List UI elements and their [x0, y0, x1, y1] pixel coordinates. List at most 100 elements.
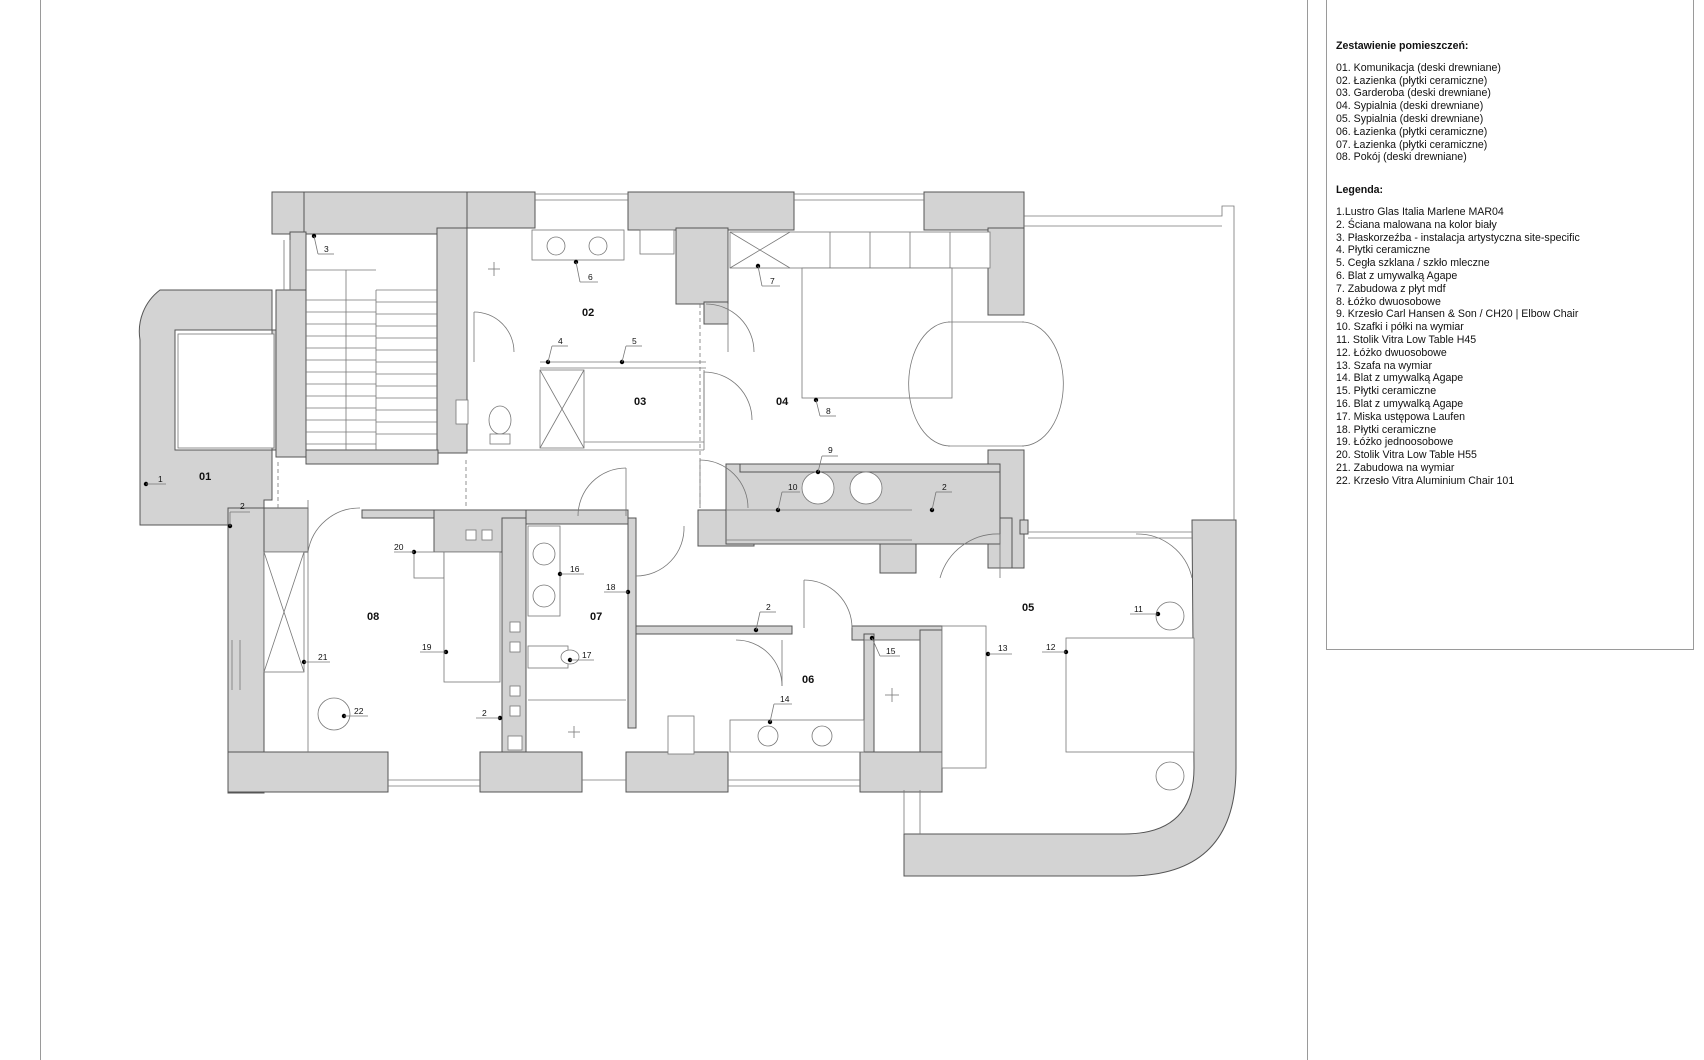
marker-13: 13: [985, 643, 1012, 657]
marker-20: 20: [394, 542, 417, 555]
marker-number: 21: [318, 652, 328, 662]
room-label-05: 05: [1022, 602, 1034, 614]
legend-item: 8. Łóżko dwuosobowe: [1336, 295, 1441, 308]
rooms-list-item: 08. Pokój (deski drewniane): [1336, 151, 1467, 164]
frame-right-line: [1307, 0, 1308, 1060]
marker-21: 21: [301, 652, 330, 665]
marker-number: 18: [606, 582, 616, 592]
marker-number: 8: [826, 406, 831, 416]
marker-17: 17: [567, 650, 594, 663]
marker-number: 4: [558, 336, 563, 346]
marker-10: 10: [775, 482, 800, 513]
marker-3: 3: [311, 233, 334, 255]
marker-number: 20: [394, 542, 404, 552]
marker-number: 6: [588, 272, 593, 282]
legend-box: [1326, 0, 1694, 650]
legend-item: 6. Blat z umywalką Agape: [1336, 269, 1458, 282]
marker-number: 19: [422, 642, 432, 652]
legend-item: 12. Łóżko dwuosobowe: [1336, 346, 1447, 359]
marker-number: 2: [482, 708, 487, 718]
marker-16: 16: [557, 564, 584, 577]
legend-item: 15. Płytki ceramiczne: [1336, 385, 1437, 398]
marker-number: 22: [354, 706, 364, 716]
room-labels: 01 02 03 04 05 06 07 08: [199, 307, 1034, 686]
room-label-01: 01: [199, 471, 211, 483]
room-label-06: 06: [802, 674, 814, 686]
legend-item: 14. Blat z umywalką Agape: [1336, 372, 1464, 385]
legend-item: 13. Szafa na wymiar: [1336, 359, 1432, 372]
marker-number: 17: [582, 650, 592, 660]
marker-4: 4: [545, 336, 568, 365]
markers: 1 2 3 4 5 6 7 8 9 10 2 11 12 13 14 15 16…: [143, 233, 1161, 725]
legend-list: 1.Lustro Glas Italia Marlene MAR04 2. Śc…: [1336, 206, 1686, 488]
room-label-02: 02: [582, 307, 594, 319]
marker-2-corridor-mid: 2: [753, 602, 776, 633]
marker-19: 19: [420, 642, 449, 655]
marker-1: 1: [143, 474, 166, 487]
room-label-04: 04: [776, 396, 789, 408]
legend-item: 22. Krzesło Vitra Aluminium Chair 101: [1336, 474, 1515, 487]
marker-2-corridor: 2: [227, 501, 250, 529]
room-label-03: 03: [634, 396, 646, 408]
rooms-list-item: 02. Łazienka (płytki ceramiczne): [1336, 74, 1488, 87]
marker-number: 7: [770, 276, 775, 286]
marker-9: 9: [815, 445, 838, 475]
linework: [177, 193, 1235, 834]
legend-panel: Zestawienie pomieszczeń: 01. Komunikacja…: [1336, 40, 1686, 508]
rooms-list-item: 06. Łazienka (płytki ceramiczne): [1336, 125, 1488, 138]
marker-22: 22: [341, 706, 368, 719]
marker-number: 2: [942, 482, 947, 492]
rooms-list-item: 03. Garderoba (deski drewniane): [1336, 87, 1491, 100]
rooms-list: 01. Komunikacja (deski drewniane) 02. Ła…: [1336, 62, 1686, 164]
legend-item: 10. Szafki i półki na wymiar: [1336, 321, 1464, 334]
marker-number: 12: [1046, 642, 1056, 652]
legend-item: 20. Stolik Vitra Low Table H55: [1336, 449, 1477, 462]
marker-number: 9: [828, 445, 833, 455]
rooms-list-item: 07. Łazienka (płytki ceramiczne): [1336, 138, 1488, 151]
marker-number: 13: [998, 643, 1008, 653]
marker-number: 1: [158, 474, 163, 484]
marker-15: 15: [869, 635, 900, 657]
room-label-08: 08: [367, 611, 379, 623]
marker-7: 7: [755, 263, 780, 287]
marker-number: 15: [886, 646, 896, 656]
marker-number: 5: [632, 336, 637, 346]
marker-18: 18: [604, 582, 631, 595]
rooms-list-item: 05. Sypialnia (deski drewniane): [1336, 112, 1484, 125]
marker-number: 16: [570, 564, 580, 574]
legend-item: 2. Ściana malowana na kolor biały: [1336, 218, 1497, 231]
legend-item: 17. Miska ustępowa Laufen: [1336, 410, 1465, 423]
marker-12: 12: [1042, 642, 1069, 655]
marker-number: 14: [780, 694, 790, 704]
marker-number: 10: [788, 482, 798, 492]
marker-number: 2: [766, 602, 771, 612]
legend-item: 7. Zabudowa z płyt mdf: [1336, 282, 1446, 295]
walls: [138, 191, 1237, 877]
marker-2-room08: 2: [476, 708, 503, 721]
legend-item: 3. Płaskorzeźba - instalacja artystyczna…: [1336, 231, 1580, 244]
marker-number: 2: [240, 501, 245, 511]
legend-item: 18. Płytki ceramiczne: [1336, 423, 1437, 436]
rooms-list-item: 04. Sypialnia (deski drewniane): [1336, 100, 1484, 113]
legend-item: 9. Krzesło Carl Hansen & Son / CH20 | El…: [1336, 308, 1579, 321]
legend-item: 11. Stolik Vitra Low Table H45: [1336, 333, 1477, 346]
marker-11: 11: [1130, 604, 1161, 617]
legend-heading: Legenda:: [1336, 184, 1384, 197]
rooms-list-item: 01. Komunikacja (deski drewniane): [1336, 61, 1501, 74]
legend-item: 4. Płytki ceramiczne: [1336, 244, 1431, 257]
frame-left-line: [40, 0, 41, 1060]
legend-item: 19. Łóżko jednoosobowe: [1336, 436, 1454, 449]
marker-14: 14: [767, 694, 792, 725]
marker-number: 3: [324, 244, 329, 254]
legend-item: 21. Zabudowa na wymiar: [1336, 461, 1455, 474]
marker-8: 8: [813, 397, 836, 417]
legend-item: 1.Lustro Glas Italia Marlene MAR04: [1336, 205, 1504, 218]
rooms-heading: Zestawienie pomieszczeń:: [1336, 40, 1469, 52]
staircase: [306, 269, 437, 450]
marker-5: 5: [619, 336, 642, 365]
room-label-07: 07: [590, 611, 602, 623]
legend-item: 16. Blat z umywalką Agape: [1336, 397, 1464, 410]
marker-6: 6: [573, 259, 598, 283]
marker-2-room04: 2: [929, 482, 952, 513]
